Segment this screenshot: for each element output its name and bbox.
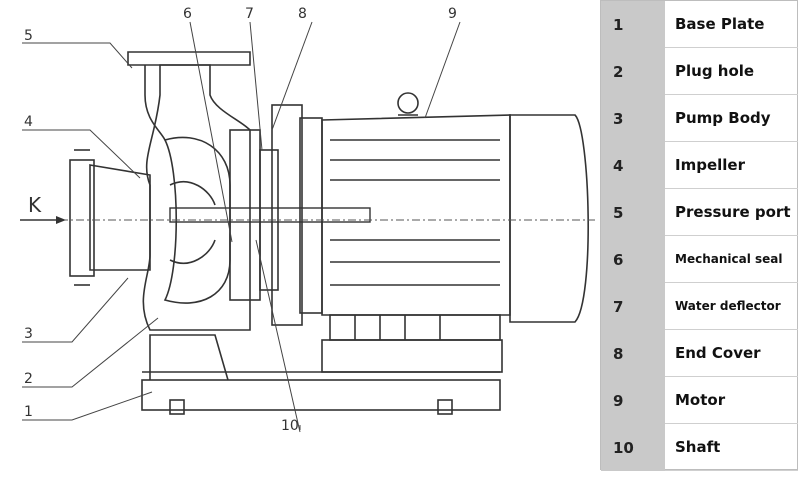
- pressure-port-shape: [127, 51, 251, 66]
- callout-3: 3: [24, 326, 33, 342]
- callout-1: 1: [24, 404, 33, 420]
- legend-number: 5: [601, 189, 665, 236]
- legend-number: 9: [601, 377, 665, 424]
- callout-10: 10: [281, 418, 299, 434]
- legend-label: Plug hole: [665, 48, 798, 95]
- legend-number: 8: [601, 330, 665, 377]
- legend-number: 1: [601, 1, 665, 48]
- legend-number: 3: [601, 95, 665, 142]
- legend-row: 1 Base Plate: [601, 1, 798, 48]
- callout-9: 9: [448, 6, 457, 22]
- legend-number: 4: [601, 142, 665, 189]
- end-cover-shape: [271, 104, 303, 326]
- callout-6: 6: [183, 6, 192, 22]
- legend-label: Pressure port: [665, 189, 798, 236]
- legend-row: 10 Shaft: [601, 424, 798, 471]
- legend-row: 4 Impeller: [601, 142, 798, 189]
- legend-label: Impeller: [665, 142, 798, 189]
- callout-8: 8: [298, 6, 307, 22]
- legend-label: Mechanical seal: [665, 236, 798, 283]
- legend-row: 9 Motor: [601, 377, 798, 424]
- legend-label: Base Plate: [665, 1, 798, 48]
- legend-label: Pump Body: [665, 95, 798, 142]
- direction-label: K: [28, 193, 42, 217]
- legend-label: Water deflector: [665, 283, 798, 330]
- legend-number: 2: [601, 48, 665, 95]
- callout-2: 2: [24, 371, 33, 387]
- legend-row: 6 Mechanical seal: [601, 236, 798, 283]
- legend-row: 3 Pump Body: [601, 95, 798, 142]
- callout-4: 4: [24, 114, 33, 130]
- legend-table: 1 Base Plate 2 Plug hole 3 Pump Body 4 I…: [600, 0, 798, 471]
- pump-diagram: K 5 4 3 2 1 6 7 8 9 10: [20, 6, 595, 434]
- legend-row: 8 End Cover: [601, 330, 798, 377]
- shaft-shape: [169, 207, 371, 223]
- legend-label: Motor: [665, 377, 798, 424]
- base-plate-shape: [141, 379, 501, 411]
- legend-label: End Cover: [665, 330, 798, 377]
- legend-row: 5 Pressure port: [601, 189, 798, 236]
- legend-number: 7: [601, 283, 665, 330]
- pump-body-shape: [142, 64, 251, 331]
- legend-row: 2 Plug hole: [601, 48, 798, 95]
- legend-number: 10: [601, 424, 665, 471]
- legend-number: 6: [601, 236, 665, 283]
- legend-row: 7 Water deflector: [601, 283, 798, 330]
- mechanical-seal-shape: [229, 129, 261, 301]
- callout-5: 5: [24, 28, 33, 44]
- callout-7: 7: [245, 6, 254, 22]
- legend-label: Shaft: [665, 424, 798, 471]
